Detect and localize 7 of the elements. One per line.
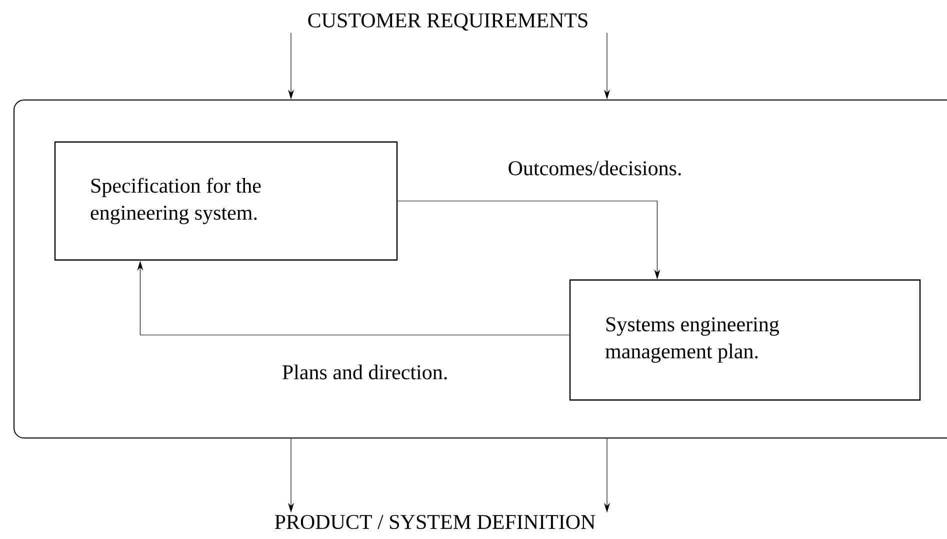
edge-label: Outcomes/decisions. [506, 160, 684, 176]
system-frame [14, 100, 947, 438]
edge-label: Plans and direction. [280, 364, 450, 380]
output-text: PRODUCT / SYSTEM DEFINITION [274, 514, 596, 530]
process-box: Specification for the engineering system. [54, 141, 398, 261]
heading-text: CUSTOMER REQUIREMENTS [308, 13, 588, 31]
process-box: Systems engineering management plan. [569, 279, 921, 401]
